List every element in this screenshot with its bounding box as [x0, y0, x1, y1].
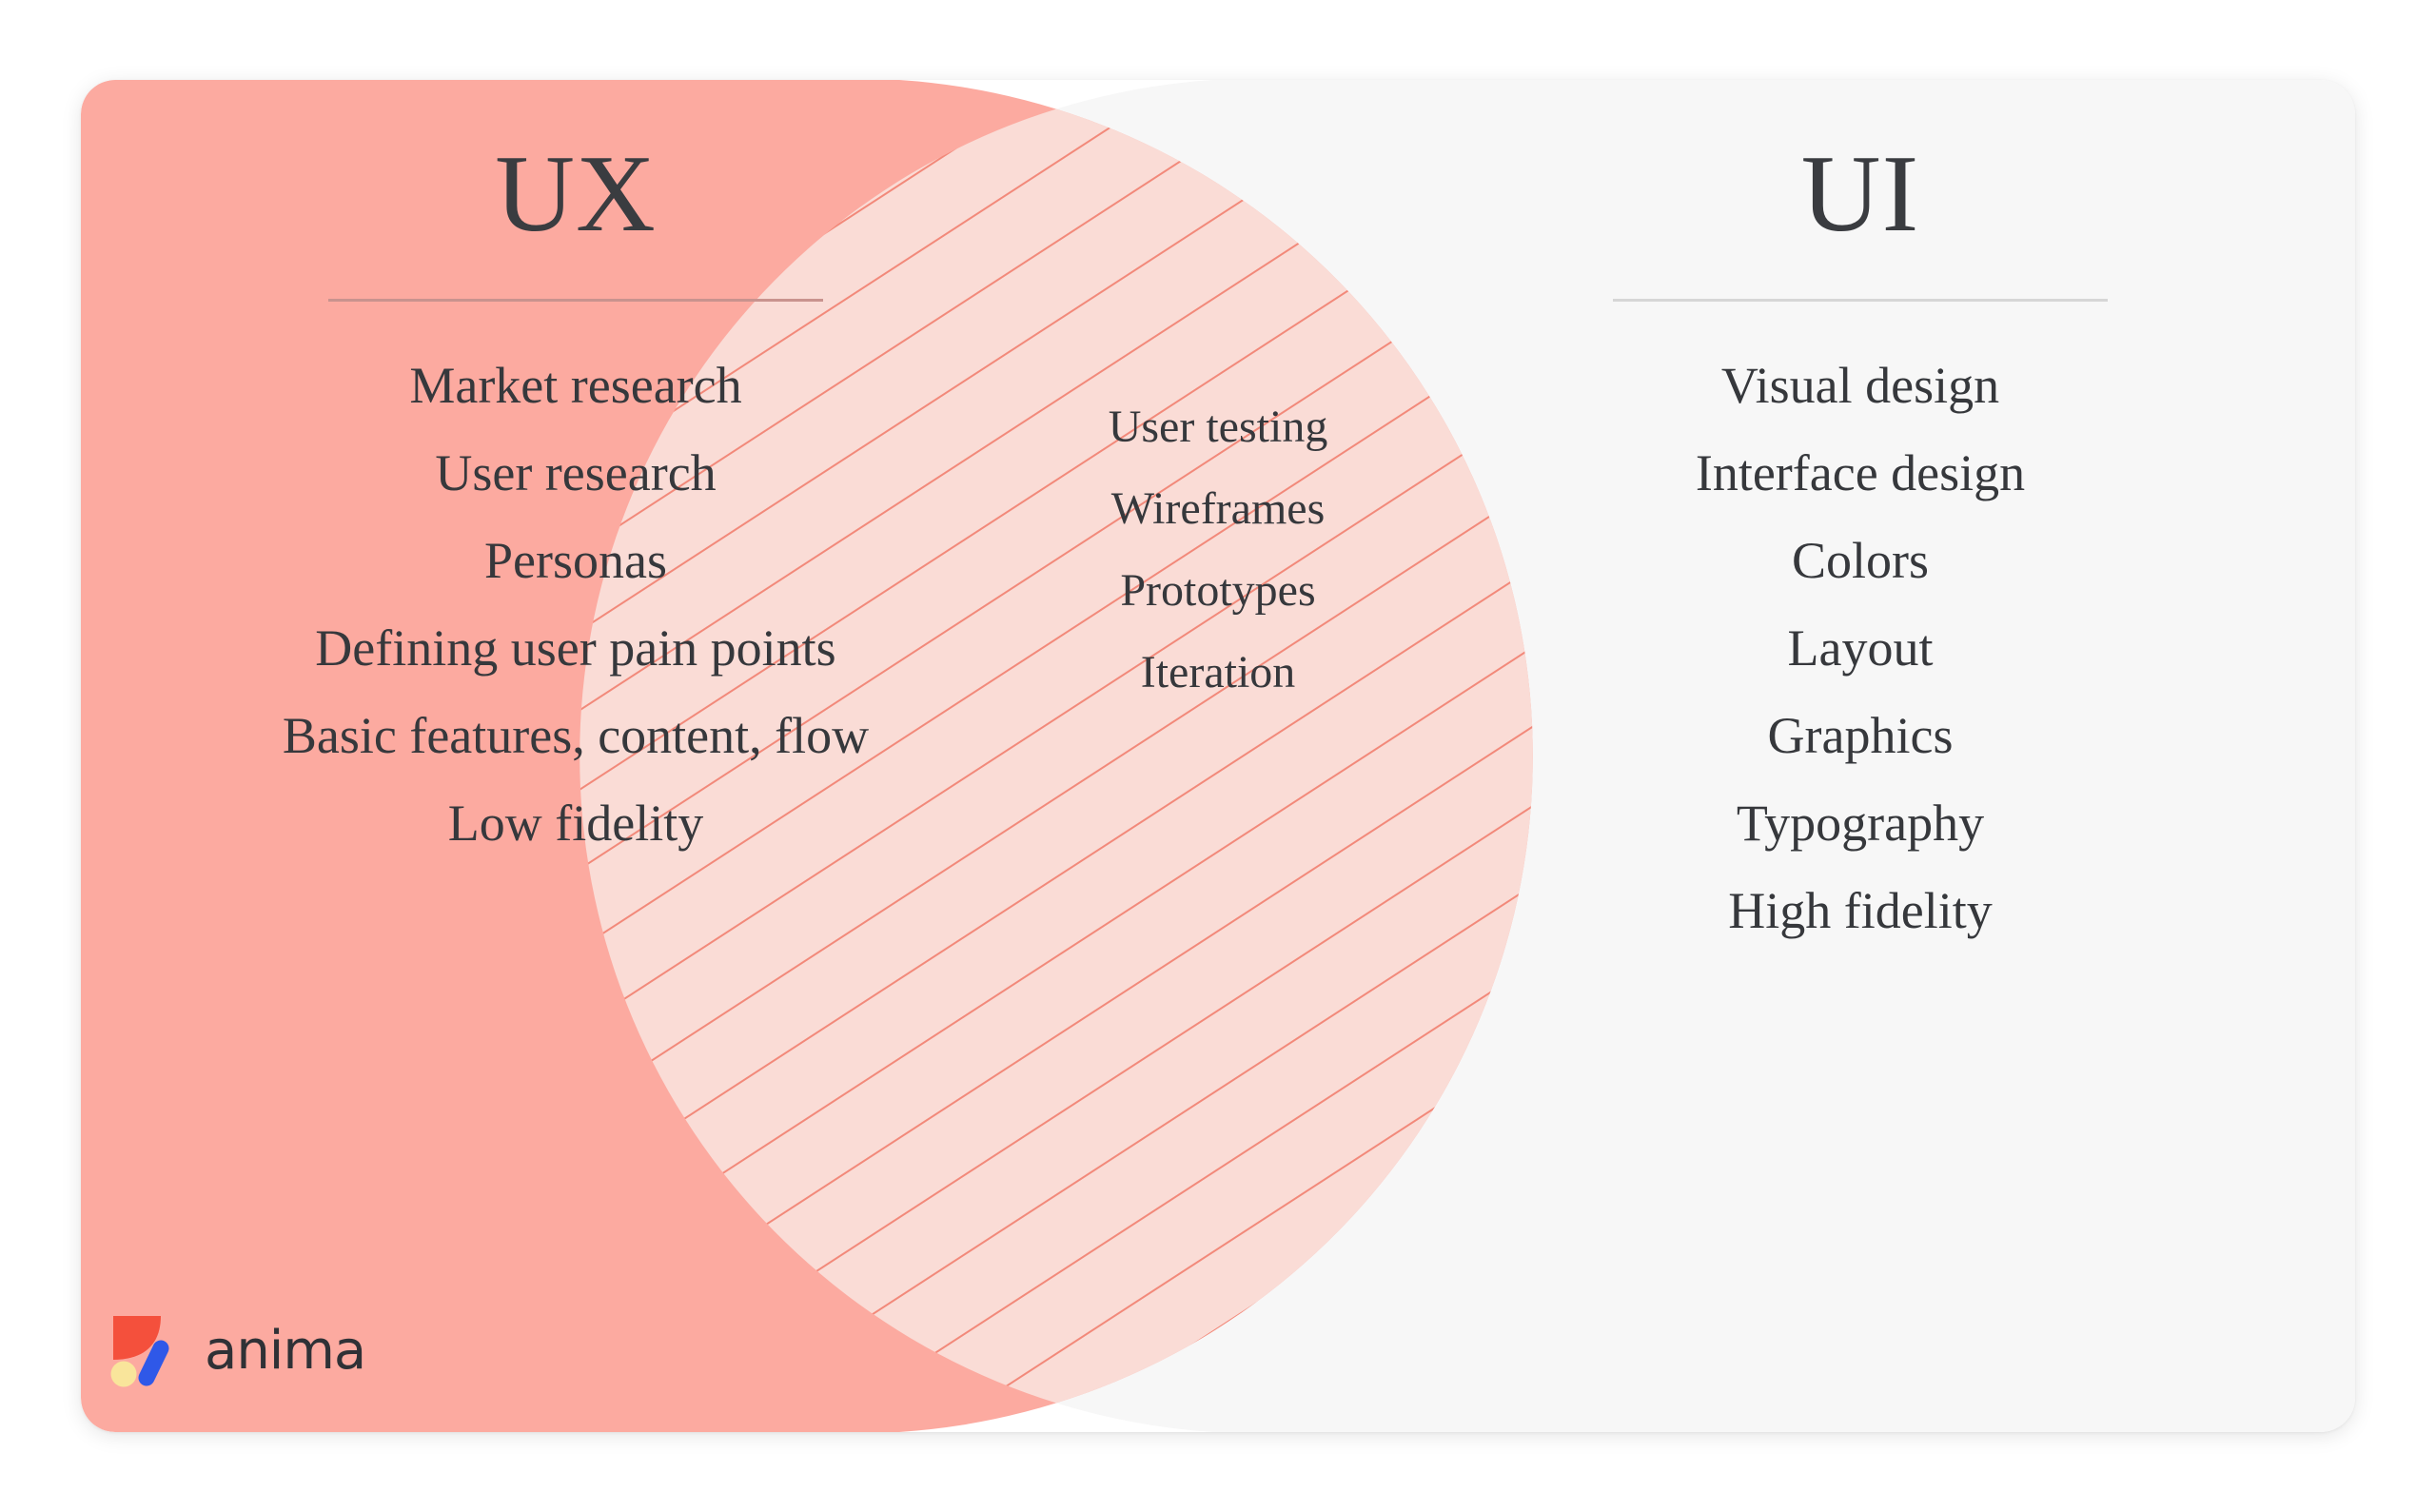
- anima-blue-bar: [138, 1340, 169, 1386]
- venn-shapes: [81, 80, 2355, 1432]
- ui-title: UI: [1800, 133, 1920, 255]
- ui-item: Colors: [1791, 532, 1930, 589]
- ui-item: Visual design: [1720, 357, 2000, 414]
- anima-logo-mark: [108, 1314, 189, 1388]
- anima-red-shape: [113, 1316, 161, 1360]
- ui-item: Layout: [1787, 619, 1934, 677]
- ui-divider: [1613, 299, 2108, 302]
- intersection-item: Prototypes: [1120, 565, 1316, 616]
- ux-item: Defining user pain points: [315, 619, 836, 677]
- intersection-item: Wireframes: [1110, 483, 1326, 534]
- ux-item: Low fidelity: [447, 795, 704, 852]
- ui-item-list: Visual design Interface design Colors La…: [1365, 342, 2355, 954]
- ux-item: Basic features, content, flow: [282, 707, 870, 764]
- anima-glyph-icon: [110, 1316, 169, 1387]
- anima-logo: anima: [108, 1314, 366, 1388]
- anima-yellow-circle: [110, 1361, 137, 1387]
- venn-text-layer: UX Market research User research Persona…: [81, 80, 2355, 1432]
- anima-wordmark: anima: [205, 1320, 366, 1382]
- venn-diagram-card: UX Market research User research Persona…: [81, 80, 2355, 1432]
- ui-item: High fidelity: [1728, 882, 1993, 939]
- intersection-column: User testing Wireframes Prototypes Itera…: [1056, 386, 1380, 714]
- ux-item-list: Market research User research Personas D…: [81, 342, 1071, 867]
- ux-divider: [328, 299, 823, 302]
- ui-item: Typography: [1736, 795, 1985, 852]
- intersection-item-list: User testing Wireframes Prototypes Itera…: [1056, 386, 1380, 714]
- ui-item: Interface design: [1695, 444, 2026, 501]
- ui-item: Graphics: [1767, 707, 1954, 764]
- ux-column: UX Market research User research Persona…: [81, 80, 1071, 867]
- ux-title: UX: [495, 133, 657, 255]
- ux-item: User research: [435, 444, 717, 501]
- ux-item: Market research: [409, 357, 742, 414]
- ui-column: UI Visual design Interface design Colors…: [1365, 80, 2355, 954]
- intersection-item: User testing: [1108, 402, 1328, 452]
- intersection-item: Iteration: [1140, 647, 1296, 697]
- ux-item: Personas: [484, 532, 667, 589]
